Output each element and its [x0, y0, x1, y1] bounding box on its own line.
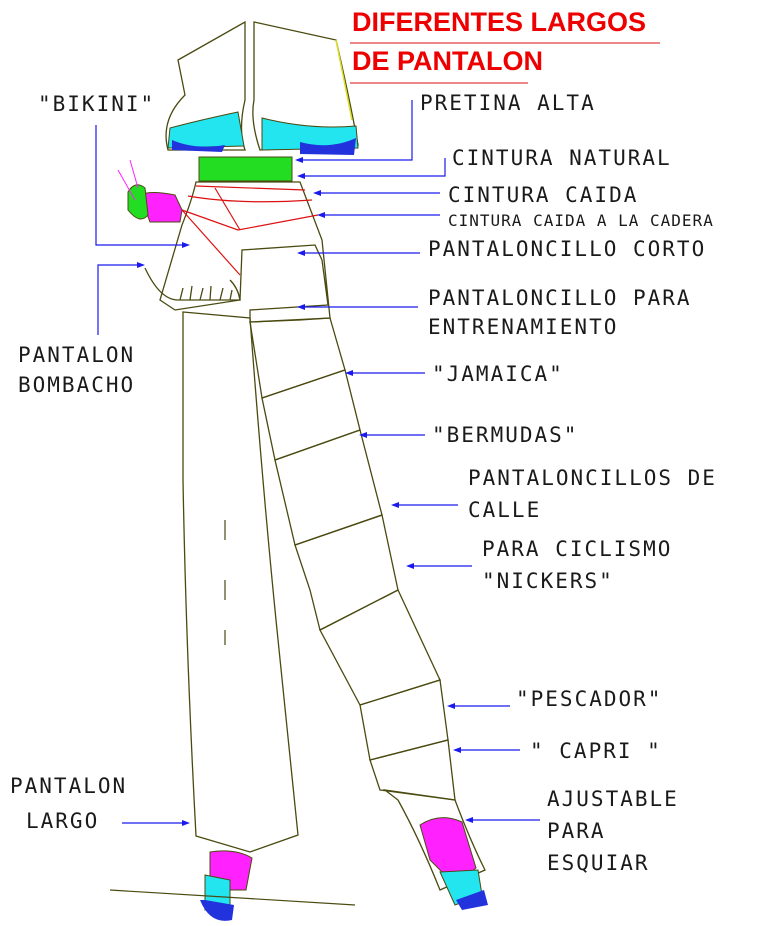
label-jamaica: "JAMAICA"	[432, 362, 564, 386]
label-esquiar-2: PARA	[547, 819, 606, 843]
label-largo-2: LARGO	[26, 809, 99, 833]
right-leg-segments	[250, 318, 488, 910]
title-line-1: DIFERENTES LARGOS	[352, 7, 646, 37]
shorts-region	[118, 160, 330, 322]
label-bombacho-1: PANTALON	[18, 343, 135, 367]
label-calle-2: CALLE	[468, 498, 541, 522]
label-entrenamiento-2: ENTRENAMIENTO	[428, 315, 618, 339]
label-pescador: "PESCADOR"	[516, 687, 662, 711]
label-cintura-natural: CINTURA NATURAL	[452, 146, 672, 170]
label-ciclismo-2: "NICKERS"	[482, 569, 614, 593]
title-line-2: DE PANTALON	[352, 46, 543, 76]
label-calle-1: PANTALONCILLOS DE	[468, 466, 717, 490]
labels: "BIKINI" PRETINA ALTA CINTURA NATURAL CI…	[10, 91, 717, 875]
label-largo-1: PANTALON	[10, 774, 127, 798]
label-capri: " CAPRI "	[530, 739, 662, 763]
label-entrenamiento-1: PANTALONCILLO PARA	[428, 286, 692, 310]
label-esquiar-1: AJUSTABLE	[547, 787, 679, 811]
long-trouser-leg	[110, 312, 355, 921]
label-ciclismo-1: PARA CICLISMO	[482, 537, 672, 561]
title-block: DIFERENTES LARGOS DE PANTALON	[350, 7, 660, 83]
label-cintura-caida: CINTURA CAIDA	[448, 183, 638, 207]
label-bikini: "BIKINI"	[38, 92, 155, 116]
label-pantaloncillo-corto: PANTALONCILLO CORTO	[428, 237, 706, 261]
label-bermudas: "BERMUDAS"	[432, 423, 578, 447]
label-pretina-alta: PRETINA ALTA	[420, 91, 596, 115]
label-cintura-caida-cadera: CINTURA CAIDA A LA CADERA	[448, 211, 714, 230]
label-bombacho-2: BOMBACHO	[18, 373, 135, 397]
label-esquiar-3: ESQUIAR	[547, 851, 650, 875]
natural-waistband	[199, 157, 292, 181]
high-waist-panels	[166, 22, 358, 155]
